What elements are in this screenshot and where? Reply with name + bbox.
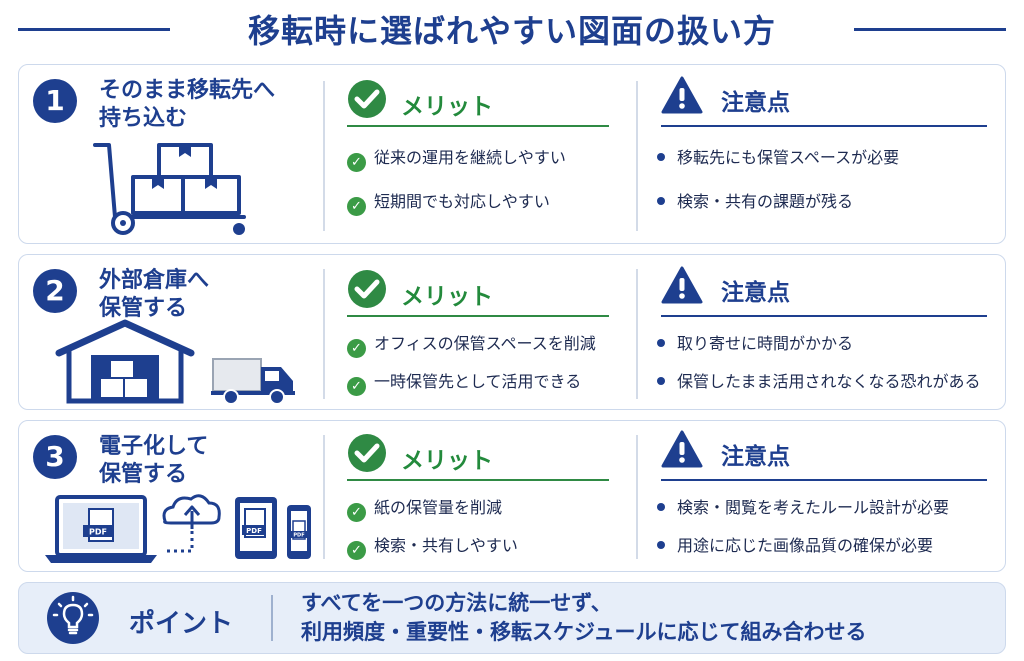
bullet-dot: [657, 339, 665, 347]
column-divider: [323, 81, 325, 231]
merit-label: メリット: [401, 94, 493, 120]
point-text-line1: すべてを一つの方法に統一せず、: [301, 591, 612, 615]
warning-triangle-icon: [661, 76, 703, 114]
check-circle-icon: [348, 434, 386, 472]
small-check-icon: ✓: [347, 377, 366, 396]
merit-label: メリット: [401, 448, 493, 474]
caution-header: 注意点: [661, 429, 987, 477]
bullet-dot: [657, 153, 665, 161]
caution-item: 用途に応じた画像品質の確保が必要: [653, 535, 933, 557]
merit-header: メリット: [347, 79, 609, 127]
caution-item: 取り寄せに時間がかかる: [653, 333, 853, 355]
option-number-badge: 2: [33, 269, 77, 313]
option-card-2: 2 外部倉庫へ 保管する メリット ✓オフィスの保管スペースを削減 ✓一時保管先…: [18, 254, 1006, 410]
option-number-badge: 3: [33, 435, 77, 479]
column-divider: [323, 269, 325, 399]
point-text-line2: 利用頻度・重要性・移転スケジュールに応じて組み合わせる: [301, 620, 867, 644]
bullet-dot: [657, 503, 665, 511]
caution-header: 注意点: [661, 75, 987, 123]
merit-underline: [347, 315, 609, 317]
caution-label: 注意点: [721, 444, 790, 470]
merit-header: メリット: [347, 269, 609, 317]
merit-header: メリット: [347, 433, 609, 481]
warning-triangle-icon: [661, 266, 703, 304]
option-title-line1: 外部倉庫へ: [99, 268, 210, 293]
small-check-icon: ✓: [347, 541, 366, 560]
column-divider: [636, 81, 638, 231]
merit-item: ✓オフィスの保管スペースを削減: [347, 333, 596, 358]
pdf-label: PDF: [89, 528, 107, 537]
merit-item: ✓紙の保管量を削減: [347, 497, 502, 522]
title-rule-left: [18, 28, 170, 31]
bullet-dot: [657, 197, 665, 205]
check-circle-icon: [348, 80, 386, 118]
merit-underline: [347, 479, 609, 481]
title-rule-right: [854, 28, 1006, 31]
option-title-line1: そのまま移転先へ: [99, 78, 276, 103]
point-label: ポイント: [129, 609, 234, 639]
caution-underline: [661, 315, 987, 317]
caution-item: 移転先にも保管スペースが必要: [653, 147, 899, 169]
point-separator: [271, 595, 273, 641]
option-title-line2: 保管する: [99, 296, 188, 321]
caution-item: 保管したまま活用されなくなる恐れがある: [653, 371, 981, 393]
warning-triangle-icon: [661, 430, 703, 468]
pdf-label: PDF: [246, 527, 262, 535]
merit-underline: [347, 125, 609, 127]
title-bar: 移転時に選ばれやすい図面の扱い方: [0, 0, 1024, 58]
warehouse-and-truck-icon: [55, 319, 295, 405]
pdf-label: PDF: [293, 533, 304, 539]
option-number-badge: 1: [33, 79, 77, 123]
column-divider: [636, 269, 638, 399]
merit-item: ✓短期間でも対応しやすい: [347, 191, 550, 216]
merit-item: ✓一時保管先として活用できる: [347, 371, 581, 396]
caution-label: 注意点: [721, 90, 790, 116]
option-title-line2: 保管する: [99, 462, 188, 487]
option-title: そのまま移転先へ 持ち込む: [99, 77, 329, 133]
caution-header: 注意点: [661, 265, 987, 313]
caution-label: 注意点: [721, 280, 790, 306]
bullet-dot: [657, 377, 665, 385]
column-divider: [636, 435, 638, 559]
option-card-3: 3 電子化して 保管する PDF PDF PDF: [18, 420, 1006, 572]
page-title: 移転時に選ばれやすい図面の扱い方: [247, 12, 776, 50]
caution-item: 検索・共有の課題が残る: [653, 191, 853, 213]
option-title-line1: 電子化して: [99, 434, 209, 459]
small-check-icon: ✓: [347, 197, 366, 216]
caution-underline: [661, 479, 987, 481]
check-circle-icon: [348, 270, 386, 308]
caution-item: 検索・閲覧を考えたルール設計が必要: [653, 497, 949, 519]
bullet-dot: [657, 541, 665, 549]
merit-item: ✓従来の運用を継続しやすい: [347, 147, 566, 172]
option-title: 外部倉庫へ 保管する: [99, 267, 329, 323]
merit-label: メリット: [401, 284, 493, 310]
column-divider: [323, 435, 325, 559]
option-card-1: 1 そのまま移転先へ 持ち込む メリット ✓従来の運用を継続しやすい ✓短期間で…: [18, 64, 1006, 244]
point-text: すべてを一つの方法に統一せず、 利用頻度・重要性・移転スケジュールに応じて組み合…: [301, 589, 867, 647]
lightbulb-icon: [47, 592, 99, 644]
small-check-icon: ✓: [347, 153, 366, 172]
option-title: 電子化して 保管する: [99, 433, 329, 489]
hand-truck-with-boxes-icon: [93, 143, 246, 235]
pdf-devices-cloud-icon: PDF PDF PDF: [45, 494, 311, 563]
small-check-icon: ✓: [347, 503, 366, 522]
option-title-line2: 持ち込む: [99, 106, 188, 131]
point-box: ポイント すべてを一つの方法に統一せず、 利用頻度・重要性・移転スケジュールに応…: [18, 582, 1006, 654]
merit-item: ✓検索・共有しやすい: [347, 535, 518, 560]
caution-underline: [661, 125, 987, 127]
small-check-icon: ✓: [347, 339, 366, 358]
